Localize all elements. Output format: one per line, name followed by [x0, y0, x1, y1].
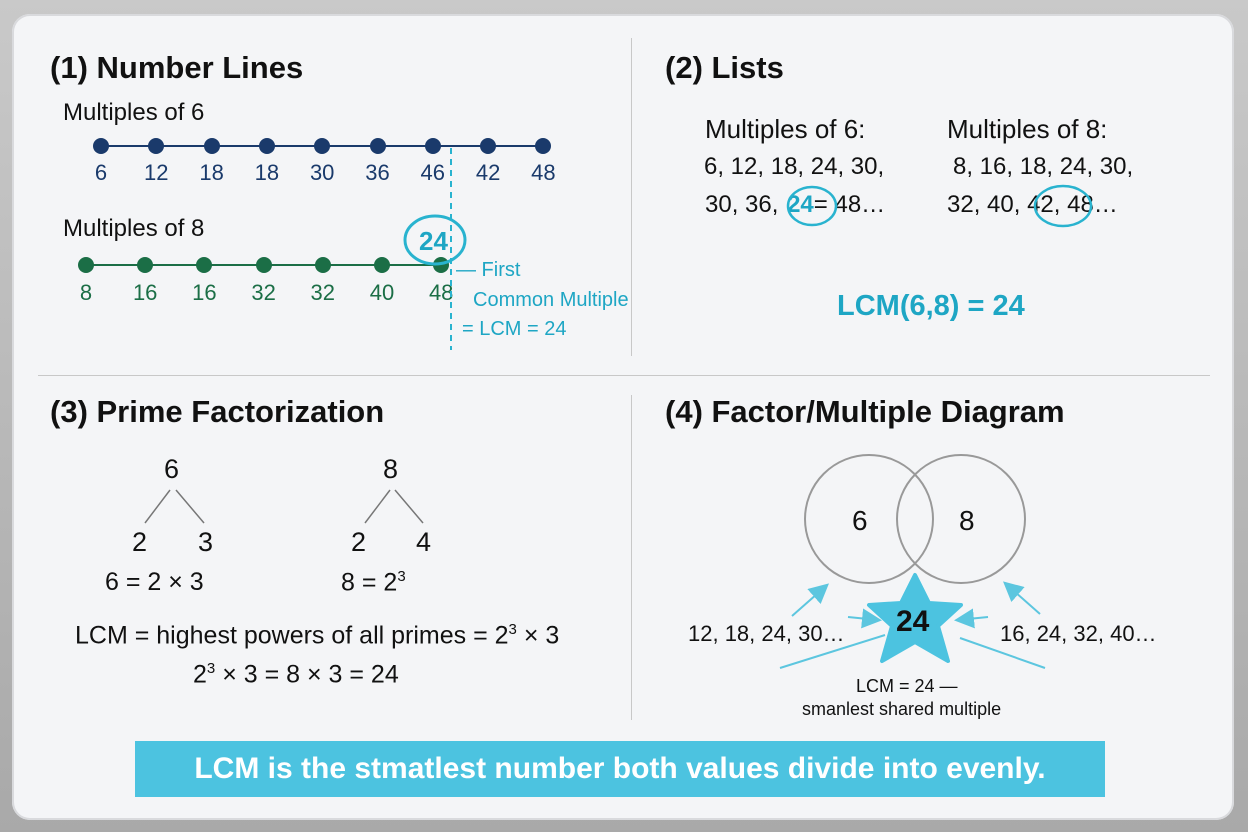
panel1-title: (1) Number Lines	[50, 50, 304, 85]
tree8-branch-left	[364, 489, 391, 524]
tree6-branch-left	[144, 489, 171, 524]
row2-dot	[374, 257, 390, 273]
lcm-calc-exp: 3	[206, 660, 216, 677]
right-multiples-list: 16, 24, 32, 40…	[1000, 621, 1157, 646]
list8-circle-marker	[1033, 184, 1093, 228]
row1-tick-label: 6	[94, 160, 108, 185]
tree6-branch-right	[175, 489, 205, 524]
diagram-caption-2: smanlest shared multiple	[802, 699, 1002, 719]
lcm-calc-b: × 3 = 8 × 3 = 24	[215, 660, 399, 689]
list6-line2-end: = 48…	[813, 191, 886, 218]
callout-line3: = LCM = 24	[462, 318, 567, 340]
row1-tick-label: 46	[420, 160, 446, 185]
venn-circle-8	[896, 454, 1026, 584]
row2-dot	[196, 257, 213, 273]
row1-label: Multiples of 6	[63, 99, 205, 126]
lcm-circle-marker	[403, 214, 467, 266]
row1-dot	[148, 138, 165, 154]
star-value: 24	[896, 605, 930, 638]
venn-label-6: 6	[852, 505, 868, 536]
row1-tick-label: 36	[365, 160, 390, 185]
row2-dot	[314, 257, 331, 273]
arrow-left-long	[779, 634, 886, 669]
tree6-left: 2	[132, 527, 148, 557]
row1-dot	[93, 138, 109, 154]
row2-dot	[78, 257, 94, 273]
list6-line2: 30, 36, 24= 48…	[705, 191, 885, 219]
tree8-root: 8	[383, 454, 399, 484]
left-multiples-list: 12, 18, 24, 30…	[688, 621, 845, 646]
row2-tick-label: 32	[310, 280, 336, 305]
arrow-right-long	[959, 637, 1046, 669]
lcm-rule-a: LCM = highest powers of all primes = 2	[75, 621, 509, 650]
list6-heading: Multiples of 6:	[705, 114, 866, 144]
tree8-left: 2	[351, 527, 367, 557]
arrow-left-upper	[791, 583, 829, 617]
list6-line1: 6, 12, 18, 24, 30,	[704, 153, 885, 180]
lcm-rule-b: × 3	[516, 621, 560, 650]
lcm-result: LCM(6,8) = 24	[837, 290, 1025, 322]
row2-dot	[137, 257, 154, 273]
tree6-right: 3	[198, 527, 214, 557]
row2-label: Multiples of 8	[63, 215, 205, 242]
row1-tick-label: 30	[309, 160, 335, 185]
list8-heading: Multiples of 8:	[947, 114, 1108, 144]
row2-tick-label: 48	[428, 280, 454, 305]
divider-vertical-bottom	[631, 395, 632, 720]
venn-circle-6	[804, 454, 934, 584]
star-shape	[867, 573, 963, 663]
list6-circle-marker	[786, 185, 838, 227]
lcm-calc-a: 2	[193, 660, 207, 689]
circled-24: 24	[419, 226, 448, 256]
arrow-right-lower	[954, 608, 989, 629]
row1-tick-label: 12	[144, 160, 169, 185]
row2-tick-label: 40	[369, 280, 395, 305]
row1-tick-label: 42	[475, 160, 501, 185]
row1-tick-label: 48	[531, 160, 556, 185]
row2-tick-label: 16	[192, 280, 217, 305]
tree8-right: 4	[416, 527, 432, 557]
arrow-right-upper	[1003, 581, 1041, 615]
callout-line1: — First	[456, 259, 521, 281]
lcm-rule: LCM = highest powers of all primes = 23 …	[75, 621, 559, 650]
callout-line2: Common Multiple	[473, 289, 629, 311]
divider-horizontal	[38, 375, 1210, 376]
row1-dot	[369, 138, 386, 154]
tree8-eq-base: 8 = 2	[341, 568, 398, 597]
venn-label-8: 8	[959, 505, 975, 536]
tree8-eq-exp: 3	[397, 568, 406, 585]
tree6-equation: 6 = 2 × 3	[105, 568, 204, 596]
row1-dot	[314, 138, 331, 154]
lcm-rule-exp: 3	[508, 621, 517, 638]
row1-dot	[424, 138, 441, 154]
row1-tick-label: 18	[199, 160, 224, 185]
row2-tick-label: 32	[251, 280, 276, 305]
row1-tick-label: 18	[254, 160, 280, 185]
divider-vertical-top	[631, 38, 632, 356]
list6-line2-start: 30, 36,	[705, 191, 779, 218]
tree8-branch-right	[394, 489, 424, 524]
diagram-caption-1: LCM = 24 —	[856, 676, 958, 696]
panel2-title: (2) Lists	[665, 50, 784, 85]
row2-tick-label: 16	[132, 280, 158, 305]
arrow-left-lower	[847, 608, 882, 629]
row1-dot	[203, 138, 220, 154]
row1-dot	[535, 138, 552, 154]
row2-dot	[255, 257, 272, 273]
summary-banner: LCM is the stmatlest number both values …	[135, 741, 1105, 797]
list8-line1: 8, 16, 18, 24, 30,	[953, 153, 1134, 180]
panel3-title: (3) Prime Factorization	[50, 394, 385, 429]
tree6-root: 6	[164, 454, 180, 484]
row2-tick-label: 8	[79, 280, 93, 305]
lcm-calc: 23 × 3 = 8 × 3 = 24	[193, 660, 399, 689]
tree8-equation: 8 = 23	[341, 568, 406, 597]
panel4-title: (4) Factor/Multiple Diagram	[665, 394, 1065, 429]
row1-dot	[258, 138, 275, 154]
row1-dot	[480, 138, 497, 154]
